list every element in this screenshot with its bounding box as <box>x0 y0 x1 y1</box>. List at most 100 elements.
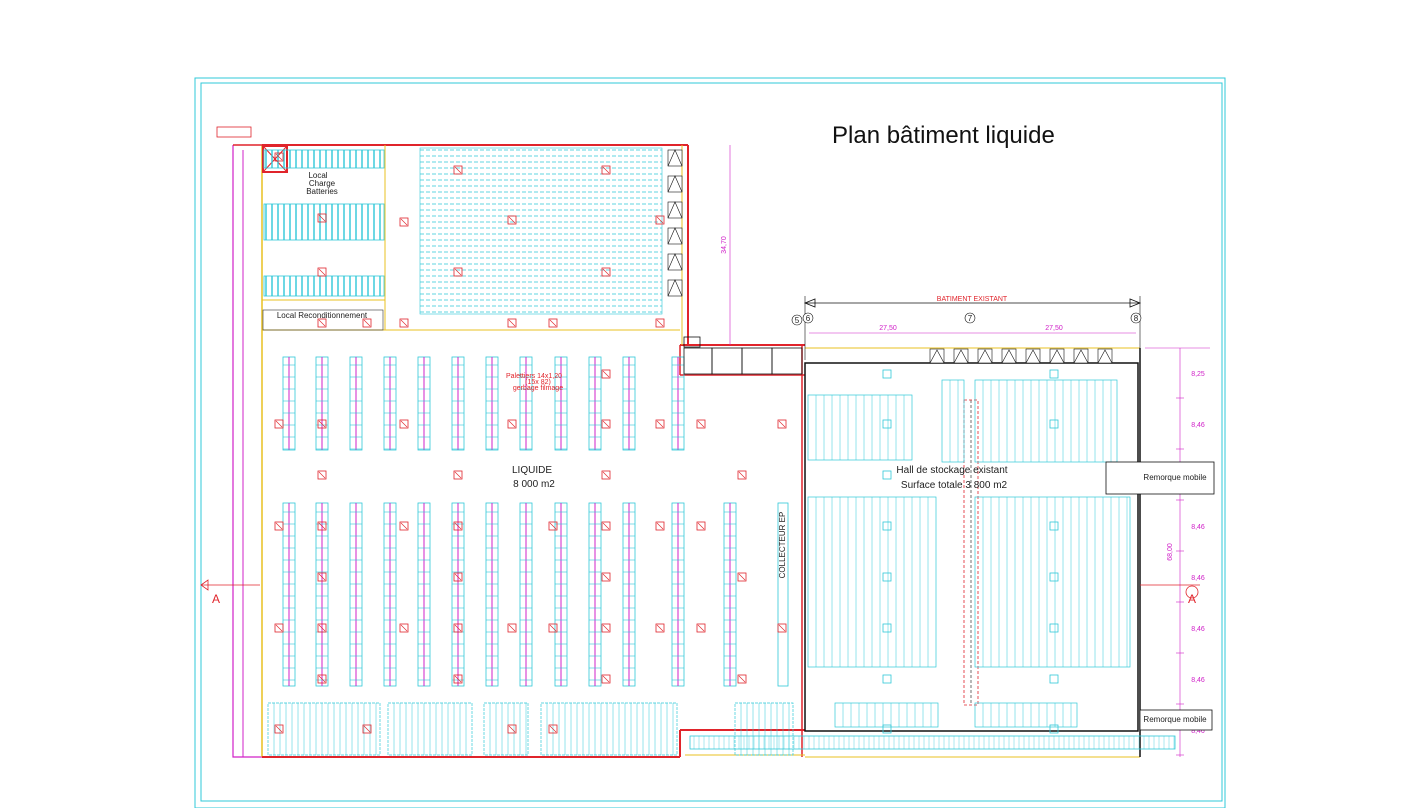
existing-marker <box>1049 521 1059 531</box>
loading-docks-top <box>667 149 683 297</box>
right-dimension-chain <box>1145 347 1210 757</box>
existing-marker <box>882 623 892 633</box>
sprinkler-marker-cross <box>318 624 326 632</box>
plan-title: Plan bâtiment liquide <box>832 122 1055 149</box>
bottom-strip-ticks <box>693 736 1175 749</box>
sprinkler-marker-cross <box>400 218 408 226</box>
sprinkler-marker <box>737 674 747 684</box>
sprinkler-marker <box>507 419 517 429</box>
sprinkler-marker <box>453 165 463 175</box>
existing-marker <box>1049 724 1059 734</box>
existing-block <box>807 394 913 461</box>
right-total-dim: 68,00 <box>1167 543 1174 561</box>
sprinkler-marker-cross <box>549 319 557 327</box>
sprinkler-marker <box>696 521 706 531</box>
span-right: 27,50 <box>1045 325 1063 332</box>
sprinkler-marker <box>317 572 327 582</box>
sprinkler-marker <box>507 724 517 734</box>
sprinkler-marker-cross <box>454 268 462 276</box>
collecteur-label: COLLECTEUR EP <box>778 512 787 579</box>
existing-dock-mark <box>1097 349 1113 364</box>
sprinkler-marker <box>601 165 611 175</box>
sprinkler-marker <box>317 213 327 223</box>
sprinkler-marker <box>274 521 284 531</box>
reconditionnement-room <box>262 309 384 331</box>
note-palettes-2: (15x 82) <box>525 379 551 386</box>
sprinkler-marker <box>696 623 706 633</box>
sprinkler-marker-cross <box>454 573 462 581</box>
sprinkler-marker-cross <box>275 522 283 530</box>
dock-door-mark <box>667 149 683 167</box>
sheet-border-outer <box>194 77 1226 808</box>
bulk-zone <box>540 702 678 756</box>
sprinkler-marker <box>777 623 787 633</box>
grid-6: 6 <box>806 314 811 323</box>
sprinkler-marker <box>548 623 558 633</box>
section-marker-left: A <box>200 579 260 606</box>
sprinkler-marker <box>453 674 463 684</box>
battery-rack <box>263 149 385 169</box>
top-storage-rows <box>419 147 663 315</box>
existing-storage-blocks <box>807 369 1131 734</box>
zone-label-hall: Hall de stockage existant <box>896 465 1007 476</box>
sprinkler-marker-cross <box>602 166 610 174</box>
sprinkler-marker-cross <box>318 573 326 581</box>
sprinkler-marker <box>737 470 747 480</box>
existing-dock-mark <box>929 349 945 364</box>
pallet-rack-rows <box>282 356 789 687</box>
bulk-zone <box>734 702 794 756</box>
svg-text:A: A <box>1188 592 1196 606</box>
existing-building-walls <box>804 347 1141 758</box>
dock-door-mark <box>667 253 683 271</box>
sprinkler-marker-cross <box>400 522 408 530</box>
sprinkler-marker <box>317 674 327 684</box>
grid-5: 5 <box>795 316 800 325</box>
existing-dock-door <box>929 348 945 364</box>
existing-marker <box>882 674 892 684</box>
sprinkler-marker-cross <box>454 624 462 632</box>
bay-dim-label: 8,46 <box>1191 422 1205 429</box>
sprinkler-marker-cross <box>363 319 371 327</box>
existing-dock-door <box>1025 348 1041 364</box>
sprinkler-marker <box>696 419 706 429</box>
note-palettes-1: Palettiers 14x1,20 <box>506 373 562 380</box>
dock-door-mark <box>667 227 683 245</box>
sprinkler-marker-cross <box>602 268 610 276</box>
svg-text:A: A <box>212 592 220 606</box>
existing-marker <box>1049 419 1059 429</box>
existing-marker <box>1049 572 1059 582</box>
sprinkler-marker-cross <box>778 624 786 632</box>
existing-dock-door <box>977 348 993 364</box>
sprinkler-marker <box>399 419 409 429</box>
sprinkler-marker <box>507 215 517 225</box>
existing-marker <box>882 572 892 582</box>
existing-dock-mark <box>1025 349 1041 364</box>
existing-dock-mark <box>1049 349 1065 364</box>
sprinkler-marker-cross <box>656 420 664 428</box>
sprinkler-marker <box>274 419 284 429</box>
grid-axis-markers: 5 6 7 8 <box>791 312 1142 326</box>
sprinkler-marker-cross <box>697 522 705 530</box>
zone-label-liquide-area: 8 000 m2 <box>513 479 555 490</box>
existing-dock-mark <box>977 349 993 364</box>
sprinkler-marker-cross <box>318 319 326 327</box>
sprinkler-marker <box>507 318 517 328</box>
existing-block <box>941 379 965 463</box>
remorque-top-box <box>1105 461 1215 495</box>
sprinkler-marker <box>399 217 409 227</box>
remorque-bottom-label: Remorque mobile <box>1143 715 1207 724</box>
existing-block <box>974 496 1131 668</box>
loading-docks-existing <box>929 348 1113 364</box>
sprinkler-marker <box>548 521 558 531</box>
bulk-zone <box>483 702 529 756</box>
bay-dim-label: 8,46 <box>1191 626 1205 633</box>
existing-dock-door <box>1049 348 1065 364</box>
sprinkler-marker <box>777 419 787 429</box>
sprinkler-marker <box>399 623 409 633</box>
room-label-reconditionnement: Local Reconditionnement <box>277 311 368 320</box>
dock-door <box>667 279 683 297</box>
bottom-strip <box>689 735 1176 750</box>
sprinkler-marker-cross <box>508 319 516 327</box>
remorque-top-label: Remorque mobile <box>1143 473 1207 482</box>
